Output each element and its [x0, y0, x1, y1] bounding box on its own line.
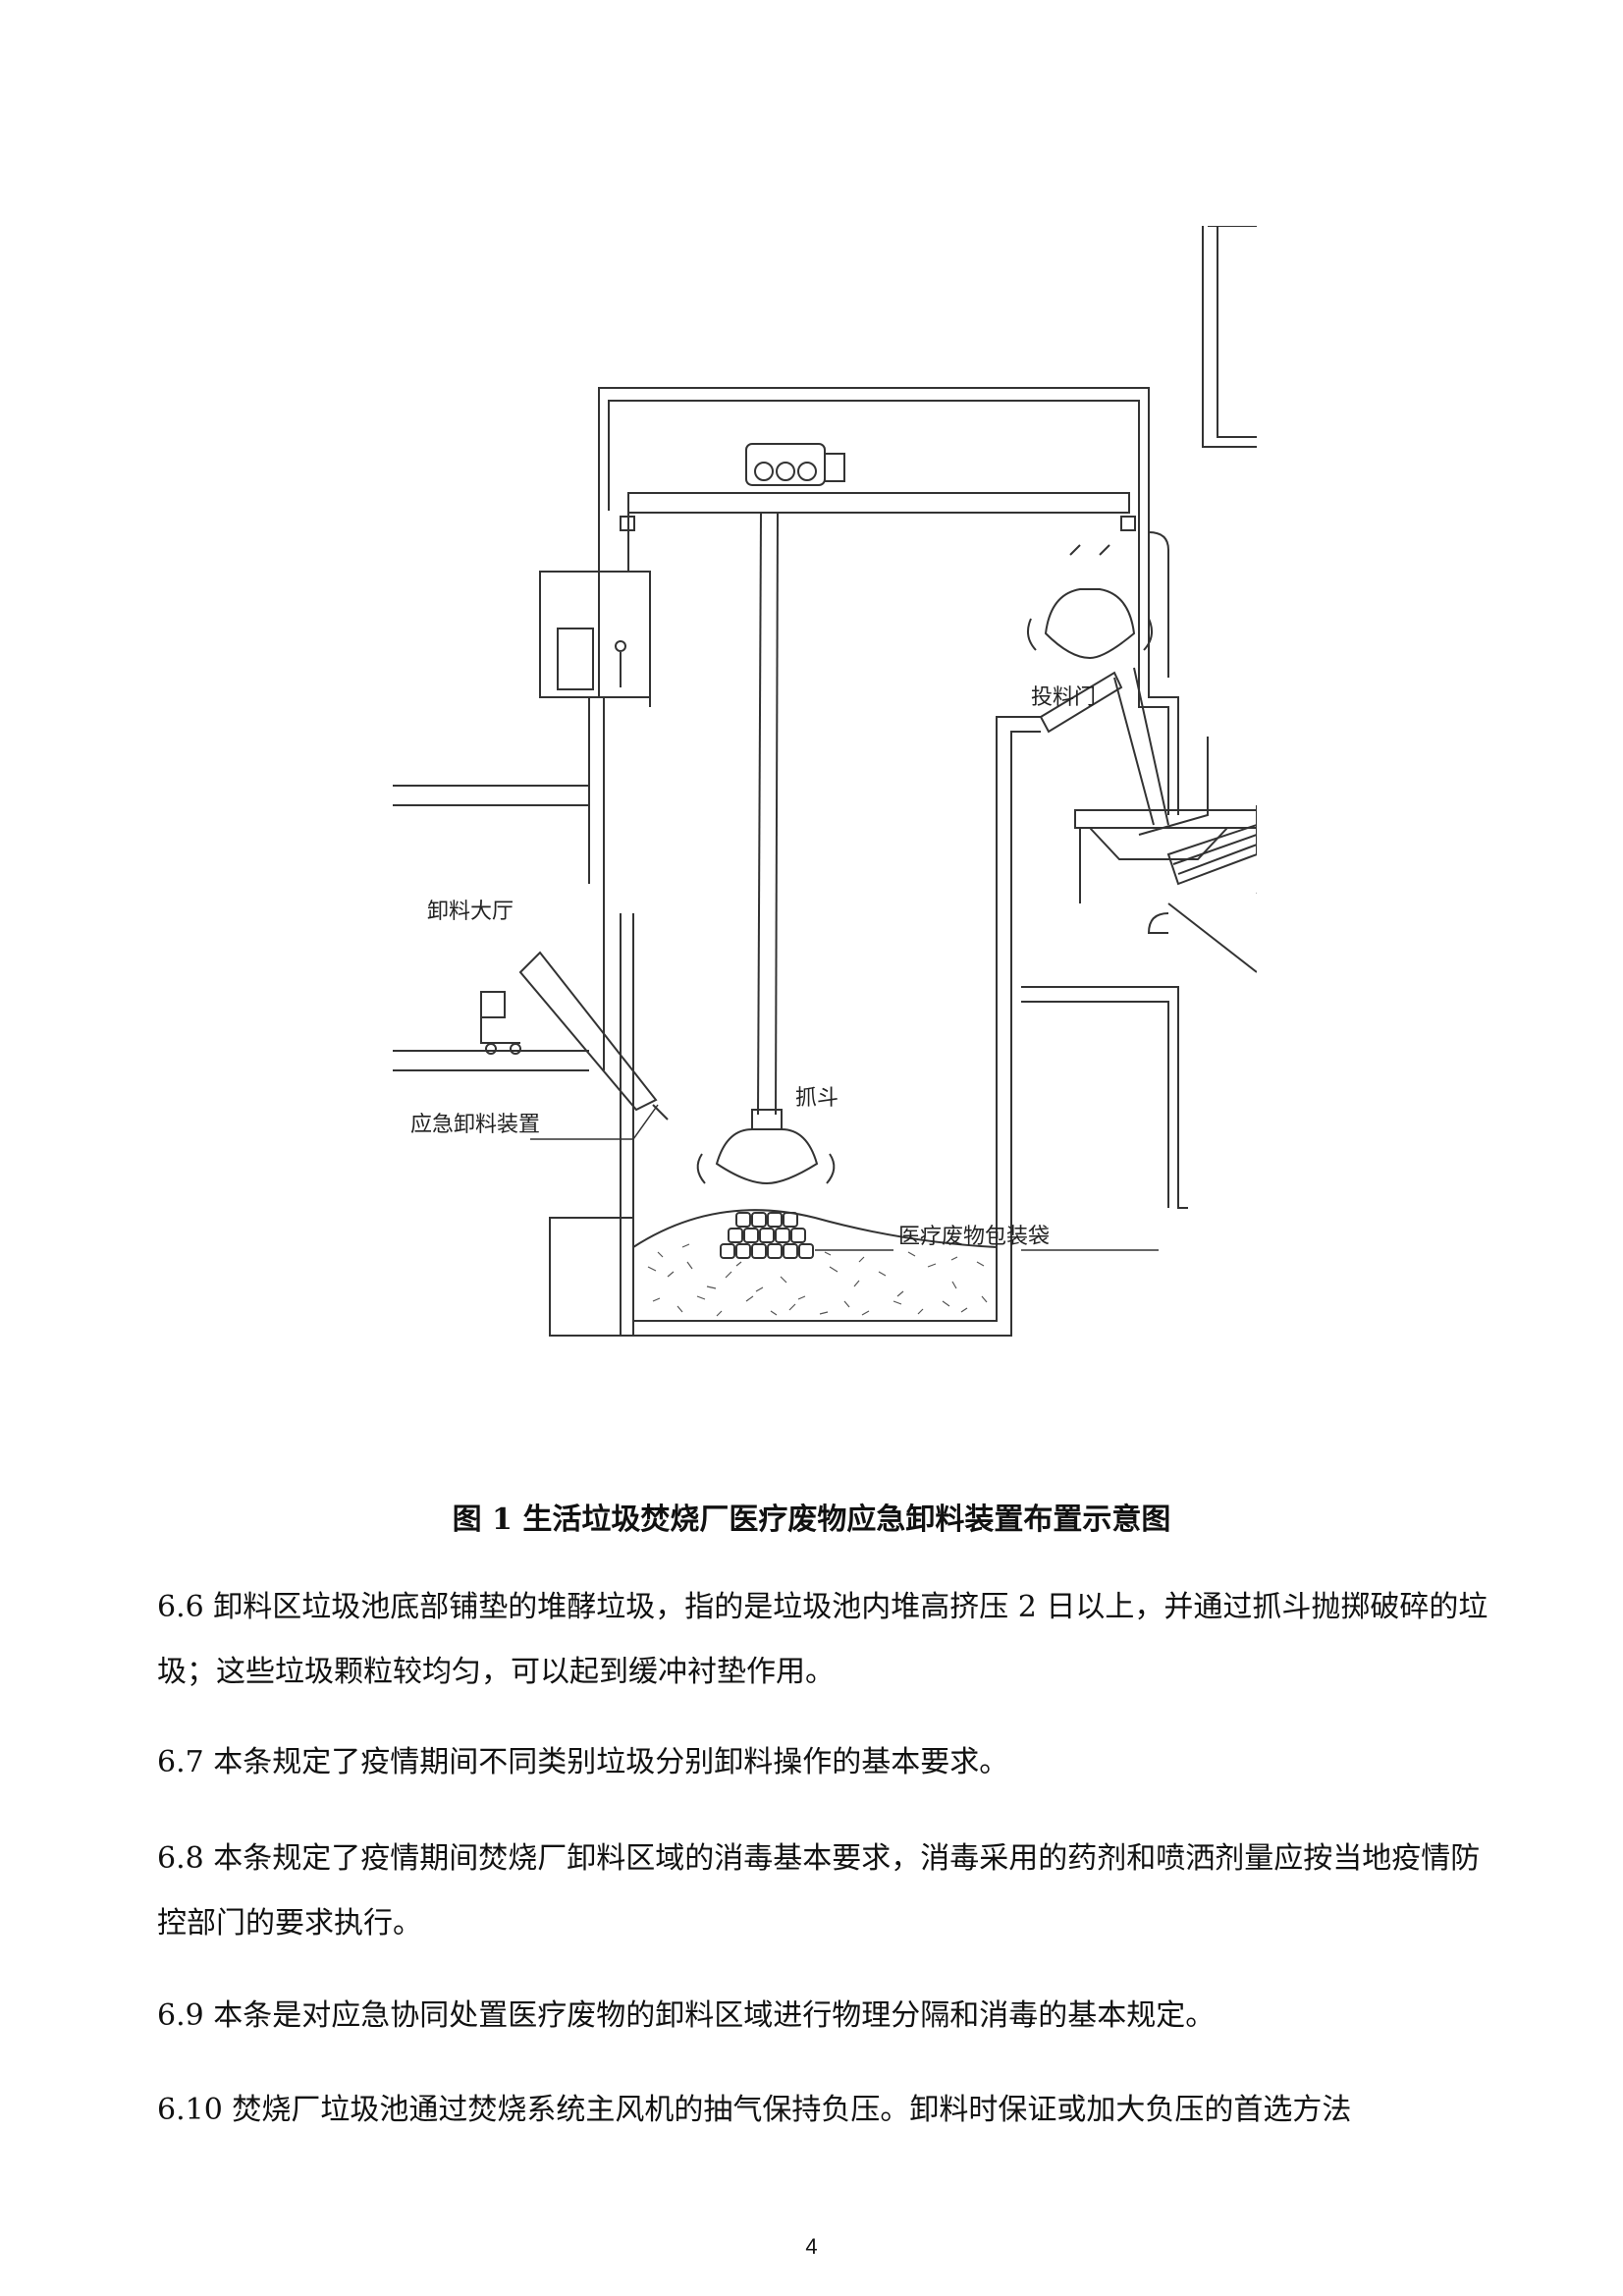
paragraph-6-8: 6.8 本条规定了疫情期间焚烧厂卸料区域的消毒基本要求，消毒采用的药剂和喷洒剂量…	[157, 1841, 1481, 1941]
feed-structure	[996, 226, 1257, 1209]
page-number: 4	[805, 2234, 818, 2259]
medical-bags	[720, 1212, 814, 1259]
emergency-device	[480, 951, 669, 1121]
paragraph-6-9: 6.9 本条是对应急协同处置医疗废物的卸料区域进行物理分隔和消毒的基本规定。	[157, 1998, 1216, 2033]
paragraph-6-6: 6.6 卸料区垃圾池底部铺垫的堆酵垃圾，指的是垃圾池内堆高挤压 2 日以上，并通…	[157, 1590, 1488, 1689]
feeder-conveyor	[1147, 823, 1257, 973]
paragraph-6-10: 6.10 焚烧厂垃圾池通过焚烧系统主风机的抽气保持负压。卸料时保证或加大负压的首…	[157, 2093, 1352, 2127]
crane-bridge	[620, 443, 1136, 531]
grab-bucket	[696, 1109, 836, 1185]
waste-texture	[647, 1243, 988, 1317]
grab-cable	[757, 512, 779, 1116]
label-grab-bucket: 抓斗	[795, 1086, 839, 1111]
refuse-pit	[549, 859, 1012, 1337]
upper-grab	[1026, 544, 1154, 660]
label-feed-door: 投料门	[1031, 685, 1096, 710]
label-emergency-device: 应急卸料装置	[410, 1113, 540, 1137]
figure-caption: 图 1 生活垃圾焚烧厂医疗废物应急卸料装置布置示意图	[452, 1503, 1171, 1537]
label-unloading-hall: 卸料大厅	[427, 900, 514, 924]
leader-lines	[530, 1104, 1159, 1251]
layout-diagram: 投料门 卸料大厅 应急卸料装置 抓斗 医疗废物包装袋	[393, 226, 1257, 1385]
label-medical-bags: 医疗废物包装袋	[898, 1225, 1050, 1249]
unloading-hall	[393, 785, 605, 1071]
paragraph-6-7: 6.7 本条规定了疫情期间不同类别垃圾分别卸料操作的基本要求。	[157, 1745, 1009, 1779]
control-room	[539, 571, 651, 698]
building-roof	[598, 387, 1150, 511]
